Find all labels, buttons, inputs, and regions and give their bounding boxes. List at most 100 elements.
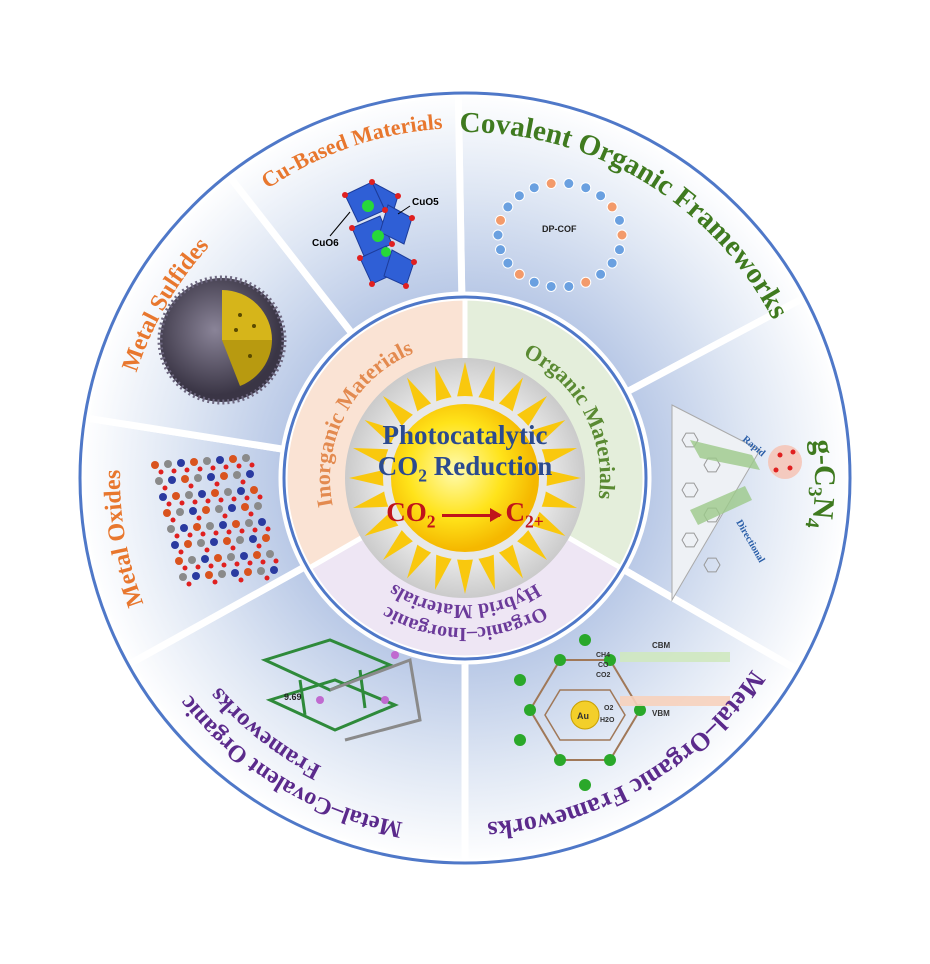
oxygen-atom xyxy=(226,529,232,535)
cof-unit xyxy=(606,201,618,213)
cof-unit xyxy=(606,257,618,269)
sun-ray xyxy=(407,377,433,414)
sun-ray xyxy=(352,447,391,466)
lattice-atom xyxy=(257,567,265,575)
oxygen-atom xyxy=(192,499,198,505)
oxygen-atom xyxy=(158,469,164,475)
lattice-atom xyxy=(203,457,211,465)
lattice-atom xyxy=(229,455,237,463)
oxygen-atom xyxy=(214,481,220,487)
sun-ray xyxy=(364,510,401,536)
lattice-atom xyxy=(254,502,262,510)
lattice-atom xyxy=(167,525,175,533)
lattice-atom xyxy=(227,553,235,561)
lattice-atom xyxy=(179,573,187,581)
lattice-atom xyxy=(192,572,200,580)
lattice-atom xyxy=(241,503,249,511)
mof-node xyxy=(524,704,536,716)
lattice-atom xyxy=(193,523,201,531)
lattice-atom xyxy=(151,461,159,469)
sun-ray xyxy=(515,528,548,561)
oxygen-atom xyxy=(200,531,206,537)
lattice-atom xyxy=(249,535,257,543)
cof-unit xyxy=(492,229,504,241)
oxygen-atom xyxy=(205,498,211,504)
oxygen-atom xyxy=(257,494,263,500)
oxygen-atom xyxy=(238,577,244,583)
center-title: Photocatalytic CO2 Reduction xyxy=(345,420,585,491)
oxygen-atom xyxy=(162,485,168,491)
oxygen-atom xyxy=(221,562,227,568)
oxygen-atom xyxy=(170,517,176,523)
mcof-illustration: 9.69 xyxy=(260,638,422,742)
metal-sulfides-illustration xyxy=(157,275,287,405)
lattice-atom xyxy=(240,552,248,560)
sun-ray xyxy=(382,395,415,428)
oxygen-atom xyxy=(188,483,194,489)
lattice-atom xyxy=(202,506,210,514)
cof-unit xyxy=(580,276,592,288)
oxygen-atom xyxy=(260,559,266,565)
mof-node xyxy=(579,634,591,646)
lattice-atom xyxy=(224,488,232,496)
lattice-atom xyxy=(220,472,228,480)
oxygen-atom xyxy=(204,547,210,553)
cuo6-label: CuO6 xyxy=(312,238,339,249)
lattice-atom xyxy=(214,554,222,562)
oxygen-atom xyxy=(186,581,192,587)
lattice-atom xyxy=(176,508,184,516)
sun-ray xyxy=(497,542,523,579)
ch4-label: CH4 xyxy=(596,652,610,659)
oxygen-atom xyxy=(166,501,172,507)
sun-icon xyxy=(391,404,539,552)
oxygen-atom xyxy=(187,532,193,538)
title-reduction: Reduction xyxy=(427,451,553,481)
lattice-atom xyxy=(231,569,239,577)
oxygen-atom xyxy=(213,530,219,536)
lattice-atom xyxy=(245,519,253,527)
lattice-atom xyxy=(163,509,171,517)
oxygen-atom xyxy=(231,496,237,502)
lattice-atom xyxy=(228,504,236,512)
oxygen-atom xyxy=(218,497,224,503)
cof-unit xyxy=(513,190,525,202)
cof-unit xyxy=(528,182,540,194)
sun-ray xyxy=(497,377,523,414)
mof-node xyxy=(634,704,646,716)
lattice-atom xyxy=(210,538,218,546)
cof-unit xyxy=(563,280,575,292)
oxygen-atom xyxy=(240,479,246,485)
oxygen-atom xyxy=(236,463,242,469)
au-label: Au xyxy=(577,711,589,721)
lattice-atom xyxy=(171,541,179,549)
sun-ray xyxy=(529,510,566,536)
inner-circle-border xyxy=(282,295,648,661)
oxygen-atom xyxy=(249,462,255,468)
mof-node xyxy=(604,654,616,666)
sun-ray xyxy=(515,395,548,428)
lattice-atom xyxy=(237,487,245,495)
oxygen-atom xyxy=(195,564,201,570)
lattice-atom xyxy=(184,540,192,548)
metal-oxides-illustration xyxy=(151,454,279,587)
lattice-atom xyxy=(242,454,250,462)
cof-unit xyxy=(595,190,607,202)
sun-ray xyxy=(407,542,433,579)
sun-ray xyxy=(539,490,578,509)
cof-unit xyxy=(502,257,514,269)
oxygen-atom xyxy=(265,526,271,532)
oxygen-atom xyxy=(239,528,245,534)
oxygen-atom xyxy=(210,465,216,471)
cof-unit xyxy=(616,229,628,241)
h2o-label: H2O xyxy=(600,717,615,724)
lattice-atom xyxy=(189,507,197,515)
sun-ray xyxy=(434,365,453,404)
lattice-atom xyxy=(172,492,180,500)
cof-unit xyxy=(495,244,507,256)
cuo5-label: CuO5 xyxy=(412,197,439,208)
mof-node xyxy=(554,754,566,766)
lattice-atom xyxy=(164,460,172,468)
lattice-atom xyxy=(223,537,231,545)
